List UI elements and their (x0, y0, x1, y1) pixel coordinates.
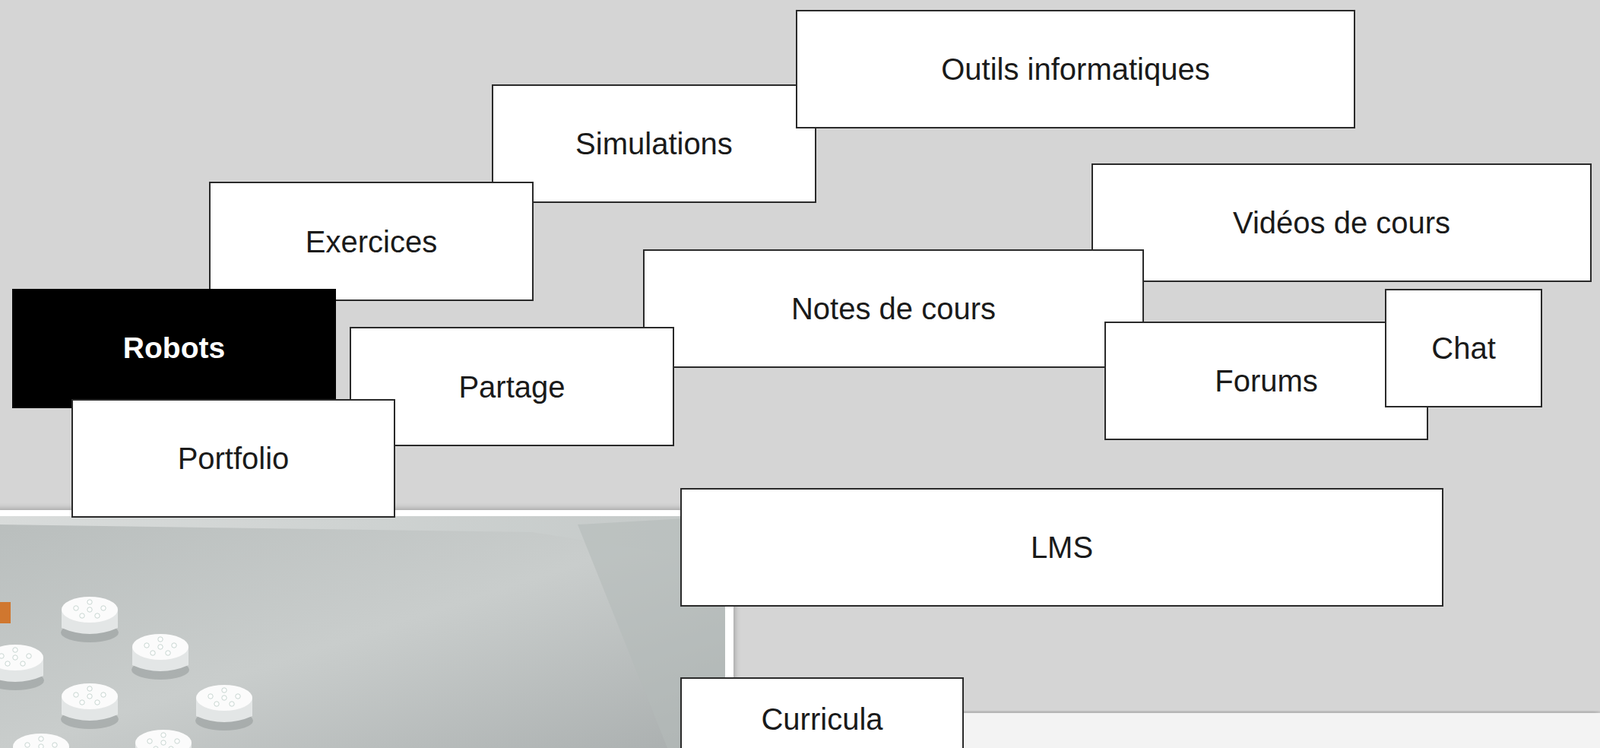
topic-label: Portfolio (177, 440, 290, 476)
topic-box: Chat (1384, 288, 1543, 408)
topic-label: Forums (1214, 363, 1319, 399)
topic-label: Robots (123, 331, 225, 366)
topic-box: Portfolio (71, 399, 396, 518)
topic-label: Simulations (575, 126, 733, 162)
topic-box: Robots (12, 288, 336, 409)
robots-photo (0, 510, 734, 748)
topic-box: Simulations (491, 84, 817, 203)
topic-box: Forums (1104, 321, 1429, 441)
topic-label: Outils informatiques (940, 51, 1210, 87)
topic-label: LMS (1030, 529, 1094, 565)
topic-box: Vidéos de cours (1091, 163, 1592, 282)
topic-label: Exercices (305, 224, 438, 260)
topic-box: Outils informatiques (795, 9, 1356, 129)
topic-label: Partage (458, 369, 565, 405)
topic-box: Exercices (209, 181, 534, 301)
topic-label: Notes de cours (791, 291, 996, 327)
topic-box: Notes de cours (643, 249, 1144, 368)
topic-box: Partage (349, 326, 675, 447)
topic-label: Curricula (760, 701, 883, 737)
topic-label: Vidéos de cours (1232, 205, 1451, 241)
topic-label: Chat (1431, 330, 1496, 366)
topic-box: LMS (680, 487, 1444, 607)
topic-box: Curricula (680, 677, 964, 748)
